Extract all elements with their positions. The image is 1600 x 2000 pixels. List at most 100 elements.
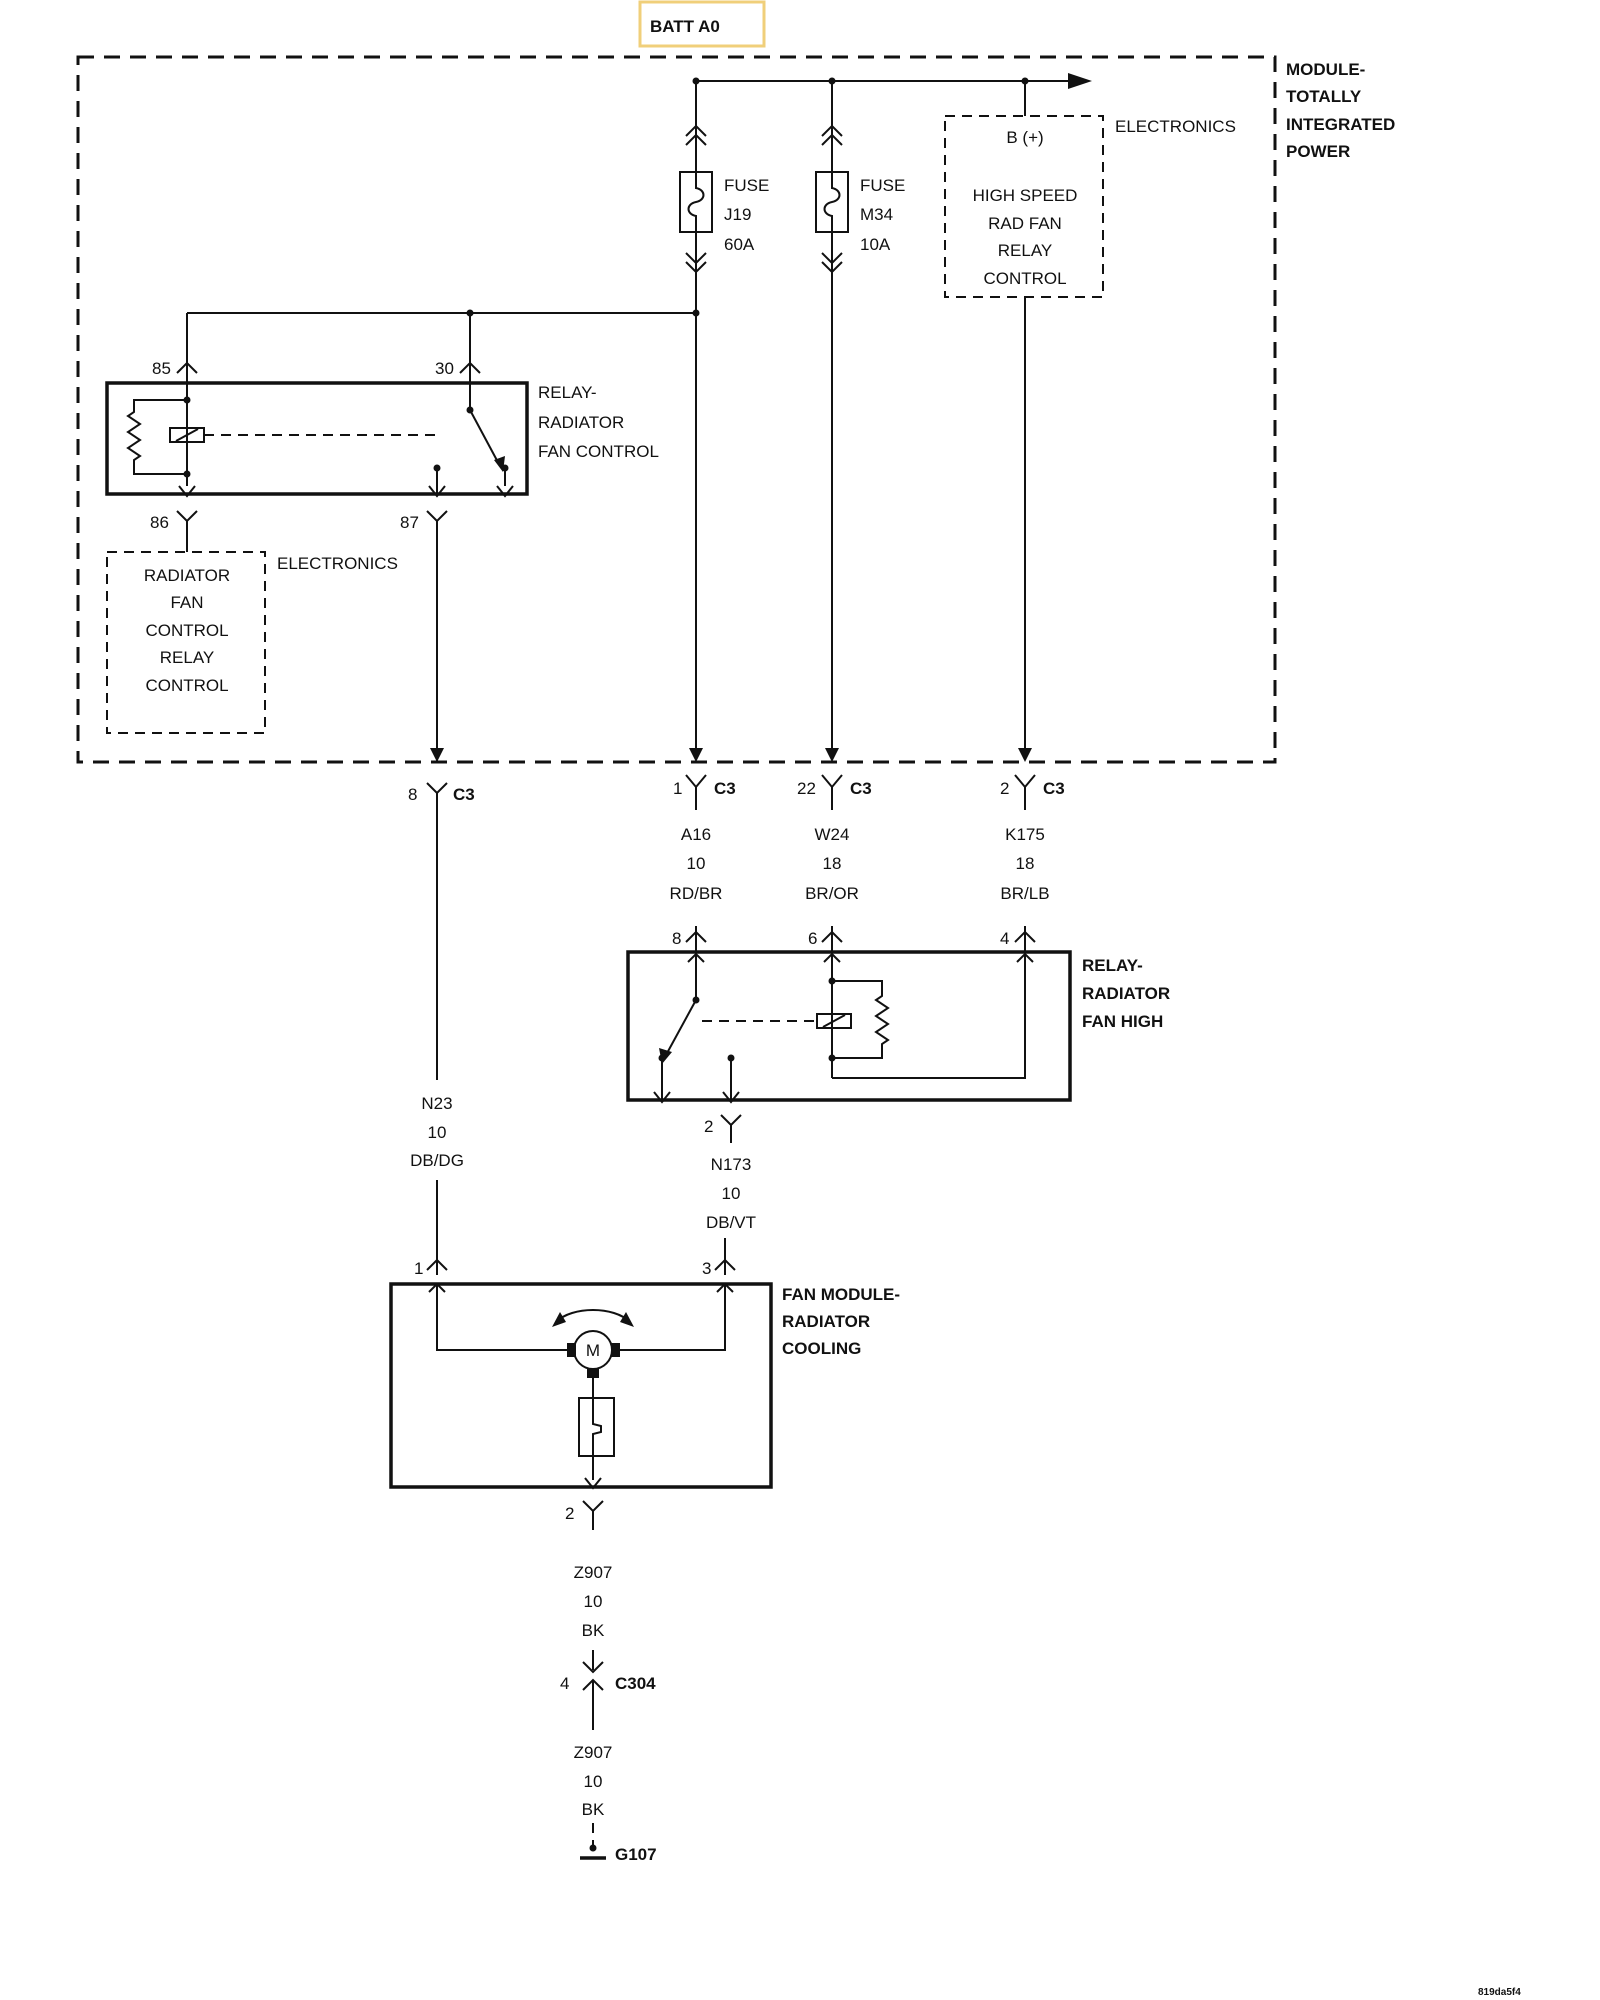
fuse-j19-symbol [679,171,713,233]
svg-text:C304: C304 [615,1674,656,1693]
svg-text:FUSE: FUSE [860,176,905,195]
svg-text:M34: M34 [860,205,893,224]
svg-text:85: 85 [152,359,171,378]
wire-z907-upper-label: Z907 10 BK [574,1563,613,1640]
svg-text:8: 8 [672,929,681,948]
svg-text:FUSE: FUSE [724,176,769,195]
ground-g107: G107 [580,1823,657,1864]
svg-text:10: 10 [584,1592,603,1611]
svg-text:86: 86 [150,513,169,532]
wire-w24-label: W24 18 BR/OR [805,825,859,903]
svg-text:10: 10 [687,854,706,873]
svg-text:C3: C3 [714,779,736,798]
svg-text:87: 87 [400,513,419,532]
relay-radiator-fan-control [105,361,529,498]
batt-label: BATT A0 [650,17,720,36]
svg-text:1: 1 [673,779,682,798]
wire-n23-label: N23 10 DB/DG [410,1094,464,1170]
wire-k175-label: K175 18 BR/LB [1000,825,1049,903]
relay-radiator-fan-control-pins: 85 30 86 87 [150,359,454,532]
svg-text:CONTROL: CONTROL [983,269,1066,288]
svg-text:4: 4 [560,1674,569,1693]
footer-code: 819da5f4 [1478,1987,1521,1998]
svg-text:MODULE-: MODULE- [1286,60,1365,79]
svg-text:10A: 10A [860,235,891,254]
svg-text:C3: C3 [1043,779,1065,798]
module-tipm-label: MODULE- TOTALLY INTEGRATED POWER [1286,60,1395,161]
svg-text:18: 18 [823,854,842,873]
svg-text:W24: W24 [815,825,850,844]
svg-text:C3: C3 [850,779,872,798]
svg-text:POWER: POWER [1286,142,1350,161]
svg-text:RADIATOR: RADIATOR [144,566,230,585]
svg-text:RADIATOR: RADIATOR [1082,984,1170,1003]
svg-text:BK: BK [582,1621,605,1640]
svg-text:RADIATOR: RADIATOR [782,1312,870,1331]
connector-c304: 4 C304 [560,1650,656,1730]
fuse-m34-label: FUSE M34 10A [860,176,905,254]
svg-text:A16: A16 [681,825,711,844]
svg-text:RELAY-: RELAY- [538,383,597,402]
svg-text:C3: C3 [453,785,475,804]
svg-text:1: 1 [414,1259,423,1278]
svg-text:B (+): B (+) [1006,128,1043,147]
svg-text:22: 22 [797,779,816,798]
connector-c3-pin1: 1 C3 [673,774,736,810]
wire-a16-label: A16 10 RD/BR [670,825,723,903]
svg-text:J19: J19 [724,205,751,224]
svg-text:18: 18 [1016,854,1035,873]
svg-text:6: 6 [808,929,817,948]
svg-text:8: 8 [408,785,417,804]
svg-text:RELAY-: RELAY- [1082,956,1143,975]
svg-text:2: 2 [704,1117,713,1136]
svg-text:2: 2 [1000,779,1009,798]
svg-text:4: 4 [1000,929,1009,948]
fan-module-radiator-cooling: M [389,1258,773,1490]
svg-text:N173: N173 [711,1155,752,1174]
svg-text:FAN MODULE-: FAN MODULE- [782,1285,900,1304]
fan-module-pins: 1 3 2 [414,1259,711,1523]
svg-text:2: 2 [565,1504,574,1523]
svg-text:CONTROL: CONTROL [145,676,228,695]
svg-text:RELAY: RELAY [160,648,215,667]
relay-radiator-fan-high-pins: 8 6 4 2 [672,929,1009,1136]
svg-text:HIGH SPEED: HIGH SPEED [973,186,1078,205]
fan-module-label: FAN MODULE- RADIATOR COOLING [782,1285,900,1358]
svg-text:K175: K175 [1005,825,1045,844]
svg-text:CONTROL: CONTROL [145,621,228,640]
svg-text:Z907: Z907 [574,1743,613,1762]
rfc-control-box [106,551,266,734]
svg-text:RAD FAN: RAD FAN [988,214,1062,233]
svg-text:DB/DG: DB/DG [410,1151,464,1170]
svg-text:BR/LB: BR/LB [1000,884,1049,903]
svg-text:DB/VT: DB/VT [706,1213,756,1232]
svg-text:10: 10 [584,1772,603,1791]
rfc-control-label: RADIATOR FAN CONTROL RELAY CONTROL [144,566,230,695]
hs-relay-control-label: B (+) HIGH SPEED RAD FAN RELAY CONTROL [973,128,1078,288]
svg-text:10: 10 [428,1123,447,1142]
svg-text:3: 3 [702,1259,711,1278]
svg-text:RELAY: RELAY [998,241,1053,260]
connector-c3-pin22: 22 C3 [797,774,872,810]
svg-text:N23: N23 [421,1094,452,1113]
relay-radiator-fan-control-label: RELAY- RADIATOR FAN CONTROL [538,383,659,461]
connector-c3-pin2: 2 C3 [1000,774,1065,810]
svg-text:INTEGRATED: INTEGRATED [1286,115,1395,134]
fuse-m34-symbol [815,171,849,233]
svg-text:BR/OR: BR/OR [805,884,859,903]
svg-text:10: 10 [722,1184,741,1203]
wire-z907-lower-label: Z907 10 BK [574,1743,613,1819]
svg-text:M: M [586,1341,600,1360]
ground-label: G107 [615,1845,657,1864]
electronics-label-top: ELECTRONICS [1115,117,1236,136]
electronics-label-left: ELECTRONICS [277,554,398,573]
relay-radiator-fan-high-label: RELAY- RADIATOR FAN HIGH [1082,956,1170,1031]
svg-text:FAN HIGH: FAN HIGH [1082,1012,1163,1031]
relay-radiator-fan-high [626,926,1072,1104]
svg-text:BK: BK [582,1800,605,1819]
svg-text:60A: 60A [724,235,755,254]
module-tipm-outline [76,55,1277,764]
batt-label-box [638,0,766,48]
svg-text:FAN CONTROL: FAN CONTROL [538,442,659,461]
